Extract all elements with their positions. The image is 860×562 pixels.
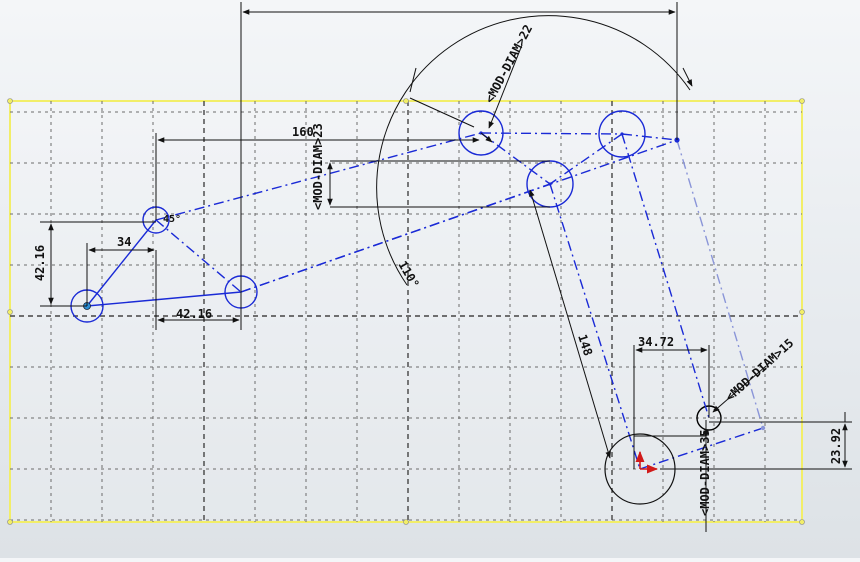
dim-34-72[interactable]: 34.72: [638, 335, 674, 349]
plane-handles[interactable]: [7, 98, 805, 525]
dim-mod-diam-35[interactable]: <MOD-DIAM>35: [698, 429, 712, 516]
circle-top-right[interactable]: [598, 110, 646, 158]
point-far[interactable]: [760, 425, 766, 431]
dim-angle-small[interactable]: 45°: [163, 214, 181, 225]
dim-42-16-horizontal[interactable]: 42.16: [176, 307, 212, 321]
dim-34[interactable]: 34: [117, 235, 131, 249]
major-grid-lines: [10, 101, 802, 522]
front-plane[interactable]: [7, 98, 805, 525]
point-center-mid[interactable]: [548, 182, 552, 186]
dim-23-92[interactable]: 23.92: [829, 428, 843, 464]
dim-148[interactable]: 148: [575, 333, 595, 358]
origin-icon: [635, 450, 659, 474]
dim-160[interactable]: 160: [292, 125, 314, 139]
point-center-topright[interactable]: [620, 132, 624, 136]
solid-links[interactable]: [86, 139, 678, 307]
dim-mod-diam-22[interactable]: <MOD-DIAM>22: [482, 22, 535, 105]
dimension-geometry[interactable]: [40, 2, 852, 532]
dim-mod-diam-23[interactable]: <MOD-DIAM>23: [311, 123, 325, 210]
dim-42-16-vertical[interactable]: 42.16: [33, 245, 47, 281]
